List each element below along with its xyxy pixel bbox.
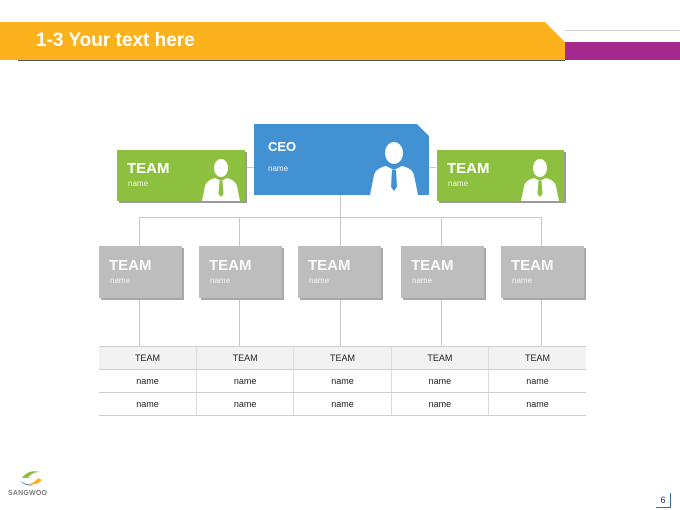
table-header-cell: TEAM xyxy=(195,346,294,370)
team-box-5: TEAM name xyxy=(501,246,584,298)
table-row: name name name name name xyxy=(99,369,586,393)
team-box-4: TEAM name xyxy=(401,246,484,298)
table-header-cell: TEAM xyxy=(390,346,489,370)
table-cell: name xyxy=(195,369,294,393)
table-cell: name xyxy=(390,369,489,393)
team-name: name xyxy=(412,276,433,285)
team-title: TEAM xyxy=(209,257,252,274)
ceo-name: name xyxy=(268,164,289,173)
team-name: name xyxy=(210,276,231,285)
person-icon xyxy=(521,159,559,201)
side-team-box-right: TEAM name xyxy=(437,150,564,201)
drop-line-4 xyxy=(441,217,442,247)
page-title: 1-3 Your text here xyxy=(36,30,195,51)
company-logo xyxy=(20,471,42,486)
page-number: 6 xyxy=(656,493,671,508)
team-title: TEAM xyxy=(411,257,454,274)
side-team-title: TEAM xyxy=(447,160,490,177)
team-title: TEAM xyxy=(109,257,152,274)
person-icon xyxy=(370,142,418,195)
ceo-box: CEO name xyxy=(254,124,429,195)
team-name: name xyxy=(110,276,131,285)
table-line-2 xyxy=(239,300,240,346)
team-name: name xyxy=(309,276,330,285)
team-box-2: TEAM name xyxy=(199,246,282,298)
table-row: name name name name name xyxy=(99,392,586,416)
team-name: name xyxy=(512,276,533,285)
side-team-name: name xyxy=(128,179,149,188)
table-cell: name xyxy=(390,392,489,416)
table-header-row: TEAM TEAM TEAM TEAM TEAM xyxy=(99,346,586,370)
table-cell: name xyxy=(293,369,392,393)
ceo-stem xyxy=(340,193,341,247)
drop-line-1 xyxy=(139,217,140,247)
table-header-cell: TEAM xyxy=(99,346,197,370)
table-cell: name xyxy=(99,369,197,393)
ceo-title: CEO xyxy=(268,139,297,154)
table-cell: name xyxy=(99,392,197,416)
team-title: TEAM xyxy=(308,257,351,274)
table-line-4 xyxy=(441,300,442,346)
logo-wordmark: SANGWOO xyxy=(8,490,48,497)
table-line-1 xyxy=(139,300,140,346)
table-header-cell: TEAM xyxy=(488,346,586,370)
team-table: TEAM TEAM TEAM TEAM TEAM name name name … xyxy=(99,346,586,416)
table-cell: name xyxy=(488,369,586,393)
table-line-5 xyxy=(541,300,542,346)
table-line-3 xyxy=(340,300,341,346)
team-bus-line xyxy=(139,217,541,218)
drop-line-2 xyxy=(239,217,240,247)
table-cell: name xyxy=(293,392,392,416)
person-icon xyxy=(202,159,240,201)
table-header-cell: TEAM xyxy=(293,346,392,370)
team-box-3: TEAM name xyxy=(298,246,381,298)
team-title: TEAM xyxy=(511,257,554,274)
side-team-title: TEAM xyxy=(127,160,170,177)
side-team-name: name xyxy=(448,179,469,188)
table-cell: name xyxy=(195,392,294,416)
team-box-1: TEAM name xyxy=(99,246,182,298)
table-cell: name xyxy=(488,392,586,416)
side-team-box-left: TEAM name xyxy=(117,150,245,201)
drop-line-5 xyxy=(541,217,542,247)
header-band: 1-3 Your text here xyxy=(0,0,680,64)
